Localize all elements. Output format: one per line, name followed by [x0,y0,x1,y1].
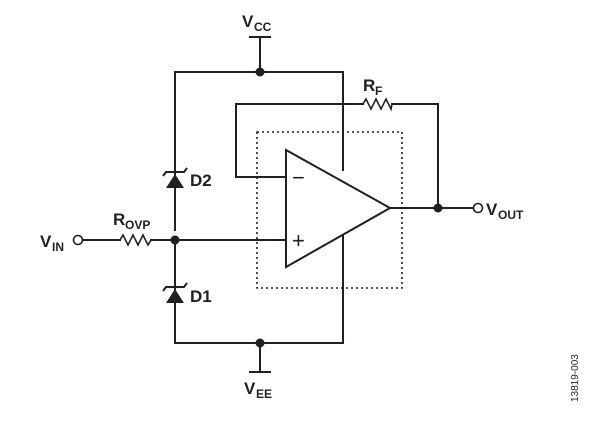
feedback-loop [235,103,439,209]
vee-label: V [244,379,256,398]
output-junction-dot [433,203,443,213]
d2-label: D2 [190,171,212,190]
vout-label-subscript: OUT [498,208,524,222]
vcc-junction-dot [255,67,265,77]
noninverting-input-sign: + [292,228,305,253]
rovp-resistor [119,233,176,247]
rf-label: R [363,76,375,95]
figure-id: 13819-003 [570,354,581,402]
vin-terminal [72,234,121,246]
d1-label: D1 [190,287,212,306]
vin-label-subscript: IN [52,240,64,254]
vout-label: V [486,200,498,219]
rf-label-subscript: F [375,84,382,98]
rovp-label-subscript: OVP [125,218,150,232]
op-amp-triangle [285,148,393,269]
vcc-label: V [242,12,254,31]
vcc-rail [174,71,344,171]
vcc-terminal [249,36,271,73]
vout-terminal [472,202,484,214]
vee-terminal [249,342,271,373]
inverting-input-sign: − [292,165,305,190]
vcc-label-subscript: CC [254,20,272,34]
rf-resistor [362,97,393,112]
d2-zener-diode [162,167,188,231]
rovp-label: R [113,210,125,229]
d1-zener-diode [162,239,188,344]
vin-label: V [40,232,52,251]
vee-label-subscript: EE [256,387,272,401]
